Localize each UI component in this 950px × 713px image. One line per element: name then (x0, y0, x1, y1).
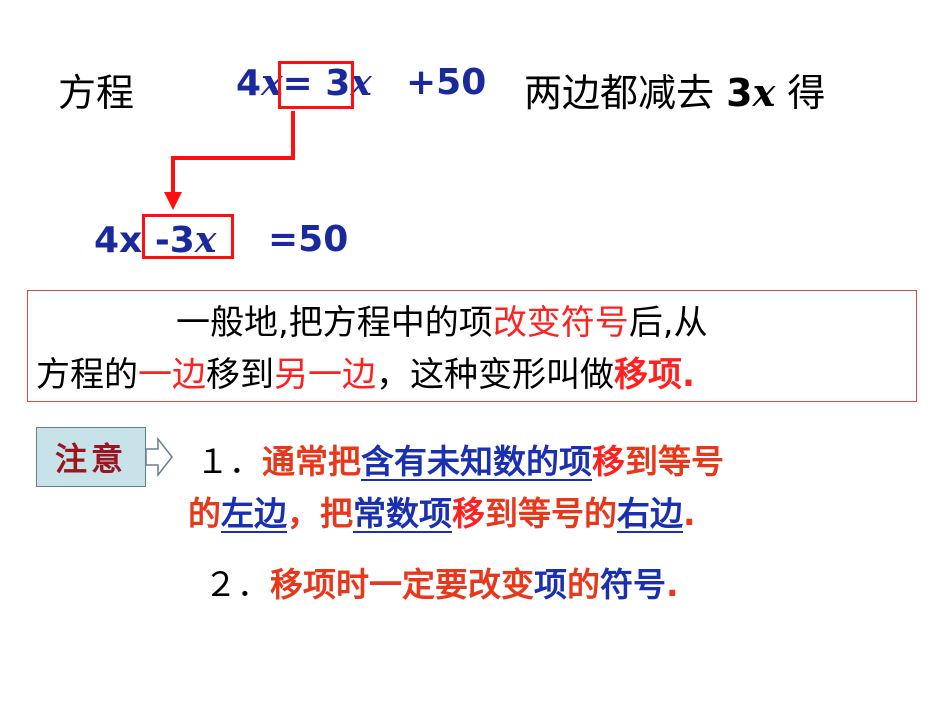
note-text: ，把 (287, 494, 353, 533)
note-item-2: ２．移项时一定要改变项的符号. (204, 560, 679, 610)
transposition-term: 移项 (614, 355, 682, 395)
note-text: 移项时一定要改变 (270, 565, 534, 604)
note-text: 通常把 (262, 442, 361, 481)
lhs-variable: x (261, 62, 283, 104)
other-side-highlight: 另一边 (274, 355, 376, 395)
rhs-variable: x (350, 62, 372, 104)
note-text: 的 (567, 565, 600, 604)
equation-description: 两边都减去 3x 得 (524, 62, 825, 117)
equation-original: 4x= 3x (236, 62, 372, 104)
moved-term-variable: x (194, 219, 217, 261)
equals-three: = 3 (282, 63, 351, 104)
definition-text: 一般地,把方程中的项 (176, 303, 493, 343)
definition-line-1: 一般地,把方程中的项改变符号后,从 (176, 298, 708, 348)
definition-period: . (682, 355, 695, 395)
moved-term-prefix: -3 (142, 220, 195, 261)
definition-text: ，这种变形叫做 (376, 355, 614, 395)
move-word: 移 (452, 494, 485, 533)
right-side: 右边 (617, 494, 683, 533)
transposed-rhs: =50 (268, 219, 349, 260)
description-coefficient: 3 (726, 71, 753, 115)
definition-box (27, 290, 917, 402)
plus-constant: +50 (406, 62, 487, 103)
terms-with-unknown: 含有未知数的项 (361, 442, 592, 481)
description-prefix: 两边都减去 (524, 71, 715, 115)
highlight-box-original (278, 61, 354, 109)
description-variable: x (752, 70, 776, 115)
note-period: . (683, 494, 696, 533)
constant-terms: 常数项 (353, 494, 452, 533)
left-side: 左边 (221, 494, 287, 533)
note-text: 到等号的 (485, 494, 617, 533)
lhs-coefficient: 4 (236, 63, 262, 104)
note-badge: 注意 (36, 427, 146, 487)
transposed-lhs: 4x (94, 220, 143, 261)
description-suffix: 得 (787, 71, 826, 115)
definition-text: 方程的 (36, 355, 138, 395)
equation-transposed: 4x -3x (94, 219, 216, 261)
move-word: 移 (592, 442, 625, 481)
note-item-1-line-1: １．通常把含有未知数的项移到等号 (196, 437, 724, 487)
change-sign-highlight: 改变符号 (492, 303, 629, 343)
sign-word: 符号 (600, 565, 666, 604)
term-word: 项 (534, 565, 567, 604)
definition-text: 移到 (206, 355, 274, 395)
note-period: . (666, 565, 679, 604)
one-side-highlight: 一边 (138, 355, 206, 395)
equation-label: 方程 (58, 71, 135, 115)
note-item-2-number: ２． (204, 565, 270, 604)
definition-line-2: 方程的一边移到另一边，这种变形叫做移项. (36, 350, 695, 400)
note-text: 到等号 (625, 442, 724, 481)
note-text: 的 (188, 494, 221, 533)
note-item-1-number: １． (196, 442, 262, 481)
highlight-box-moved-term (142, 214, 234, 259)
note-item-1-line-2: 的左边，把常数项移到等号的右边. (188, 489, 696, 539)
definition-text: 后,从 (628, 303, 708, 343)
